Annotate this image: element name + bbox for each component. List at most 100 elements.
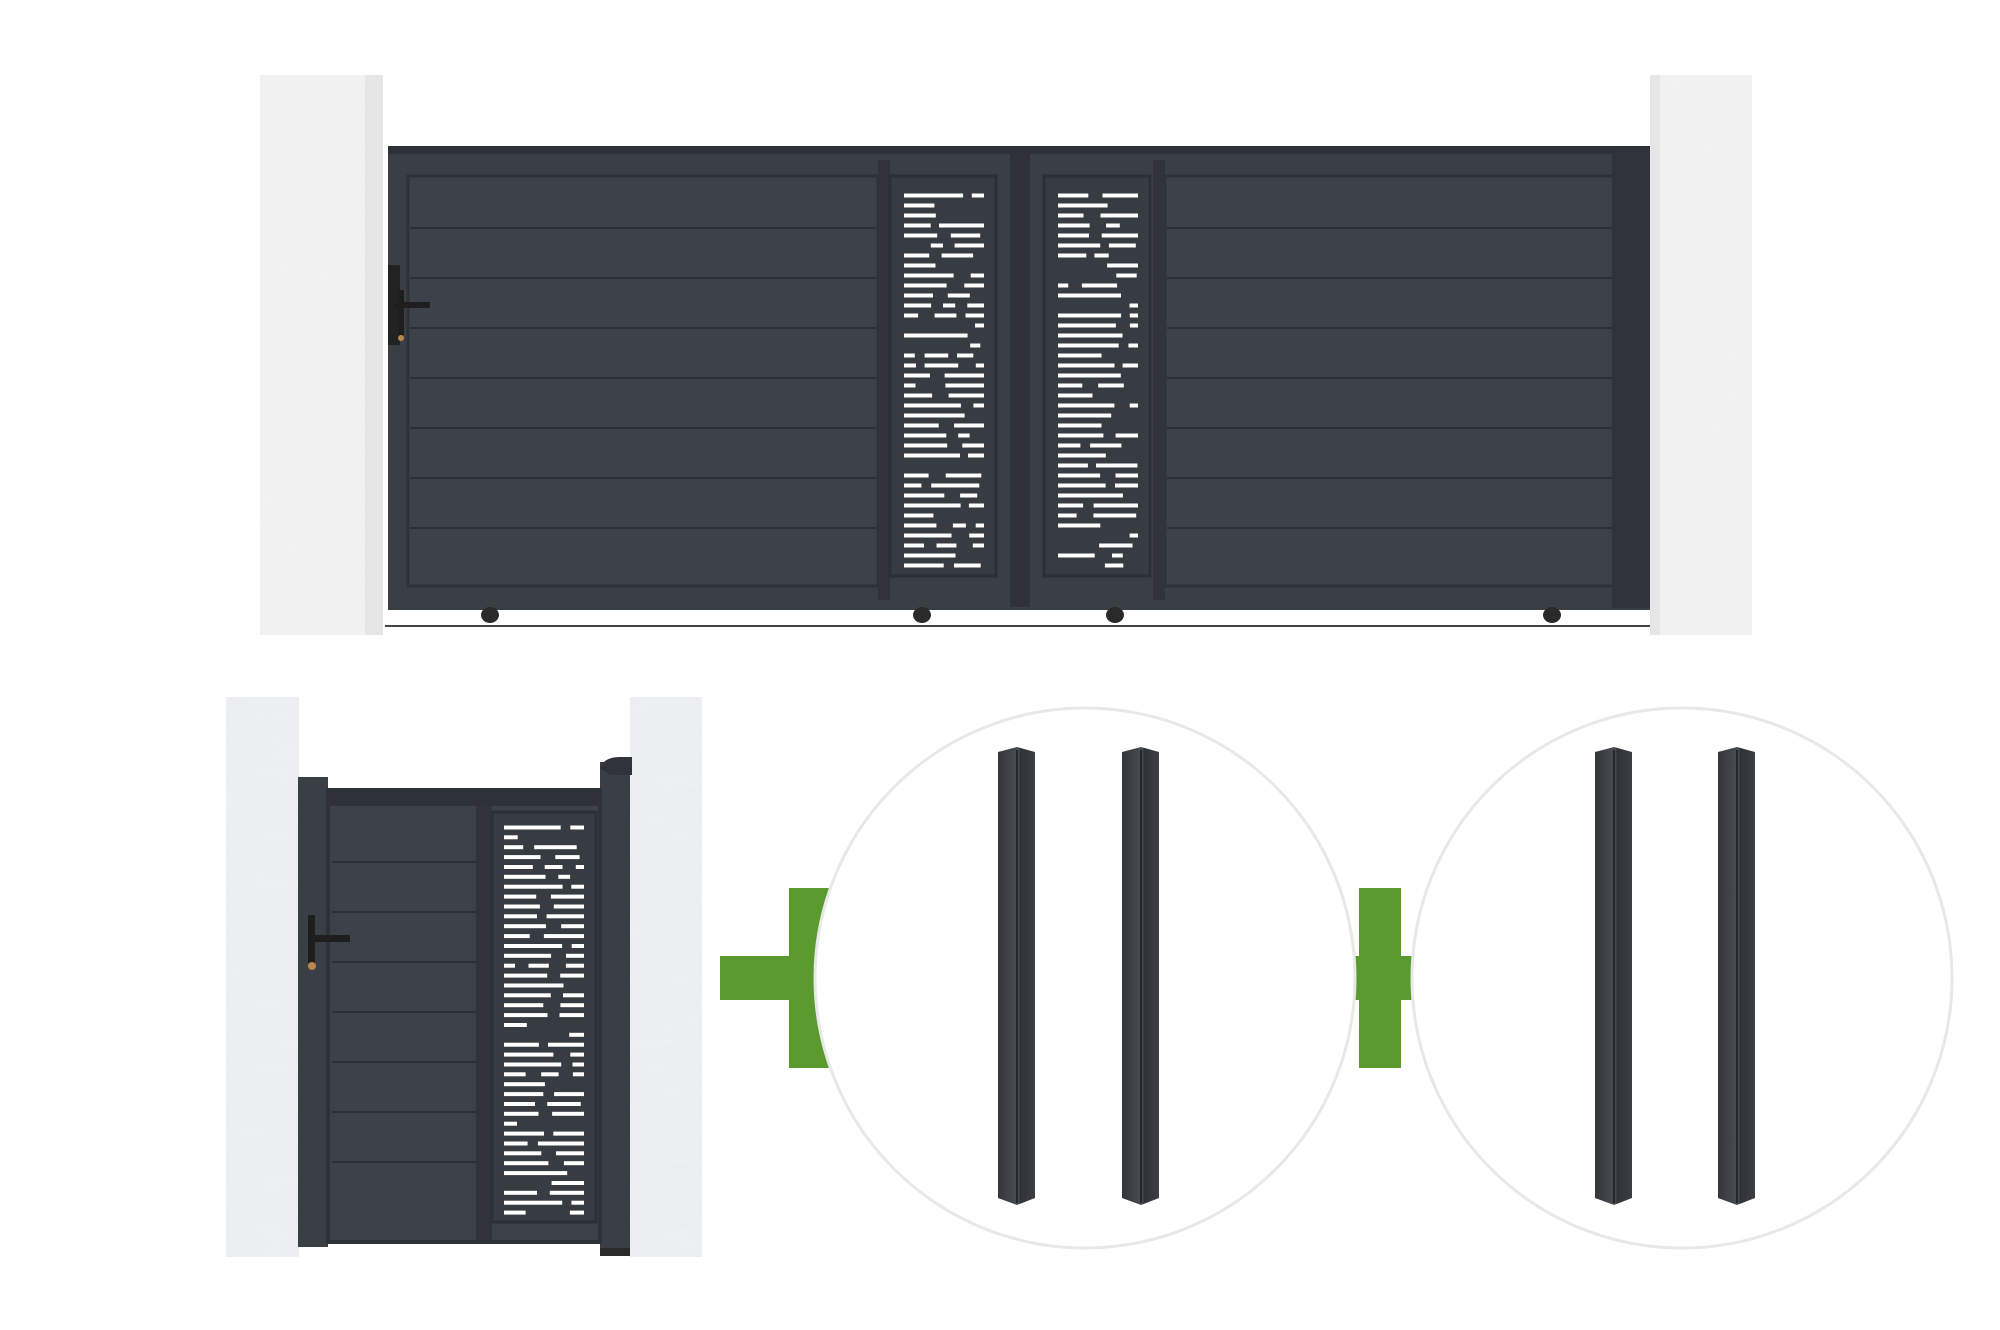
slot bbox=[504, 1131, 544, 1136]
slot bbox=[504, 1121, 517, 1126]
slot bbox=[948, 393, 984, 398]
slot bbox=[904, 303, 932, 308]
slot bbox=[504, 1072, 526, 1077]
slot bbox=[1102, 193, 1138, 198]
slot bbox=[504, 963, 515, 968]
slot bbox=[504, 934, 530, 939]
slot bbox=[504, 973, 548, 978]
slot bbox=[936, 543, 957, 548]
slot bbox=[1106, 223, 1120, 228]
slot bbox=[1058, 323, 1116, 328]
slot bbox=[904, 273, 954, 278]
slot bbox=[1058, 193, 1089, 198]
slot bbox=[504, 1190, 537, 1195]
slot bbox=[1058, 203, 1108, 208]
slot bbox=[570, 825, 584, 830]
slot bbox=[565, 963, 584, 968]
slot bbox=[504, 1171, 568, 1176]
slot bbox=[931, 483, 980, 488]
gate-wheels bbox=[481, 607, 1561, 623]
slot bbox=[934, 313, 957, 318]
slot bbox=[541, 1072, 559, 1077]
slot bbox=[945, 473, 982, 478]
slot bbox=[504, 835, 518, 840]
pedestrian-gate bbox=[226, 697, 702, 1257]
slot bbox=[572, 1062, 584, 1067]
slot bbox=[1058, 483, 1106, 488]
slot bbox=[552, 1111, 584, 1116]
slot bbox=[504, 825, 561, 830]
slot bbox=[945, 383, 984, 388]
slot bbox=[904, 333, 968, 338]
post-pair-circle bbox=[1410, 706, 1954, 1250]
slot bbox=[904, 293, 933, 298]
gate-handle bbox=[388, 265, 430, 345]
slot bbox=[1058, 373, 1121, 378]
slot-pattern bbox=[904, 193, 984, 568]
slot bbox=[904, 263, 936, 268]
slot bbox=[904, 223, 931, 228]
slot bbox=[973, 403, 984, 408]
slot bbox=[965, 313, 984, 318]
slot bbox=[1093, 513, 1137, 518]
slot bbox=[563, 993, 584, 998]
slot bbox=[504, 1151, 542, 1156]
pedestrian-slats bbox=[332, 861, 476, 1163]
slot bbox=[904, 353, 915, 358]
left-pillar bbox=[260, 75, 383, 635]
slot bbox=[534, 845, 577, 850]
slot bbox=[544, 865, 563, 869]
slot bbox=[504, 874, 546, 879]
slot bbox=[569, 1210, 584, 1215]
slot bbox=[904, 553, 956, 558]
slot bbox=[549, 1190, 584, 1195]
slot bbox=[904, 423, 939, 428]
slot bbox=[904, 283, 947, 288]
slot bbox=[957, 353, 974, 358]
slot bbox=[504, 1062, 562, 1067]
slot bbox=[1058, 333, 1123, 338]
slot bbox=[1058, 383, 1083, 388]
slot bbox=[1093, 503, 1138, 508]
slot bbox=[904, 193, 964, 198]
slot bbox=[904, 523, 937, 528]
slot bbox=[504, 855, 541, 860]
slot bbox=[1058, 393, 1093, 398]
slot bbox=[1058, 343, 1119, 348]
slot bbox=[967, 303, 984, 308]
slot bbox=[575, 865, 584, 869]
slot bbox=[1100, 213, 1138, 218]
slot bbox=[962, 443, 984, 448]
slot bbox=[924, 363, 959, 368]
slot bbox=[572, 1072, 584, 1077]
slot bbox=[1112, 553, 1123, 558]
slot bbox=[904, 533, 952, 538]
slot bbox=[551, 1181, 584, 1185]
slot bbox=[1058, 223, 1090, 228]
slot bbox=[968, 453, 984, 458]
sliding-gate bbox=[260, 75, 1752, 635]
slot bbox=[1129, 303, 1138, 308]
slot bbox=[554, 1092, 584, 1097]
slot bbox=[1058, 553, 1095, 558]
slot bbox=[1129, 313, 1138, 318]
slot bbox=[1129, 403, 1138, 408]
slot bbox=[964, 283, 984, 288]
slot bbox=[1099, 543, 1133, 548]
slot bbox=[975, 363, 984, 368]
slot bbox=[569, 1032, 584, 1037]
slot bbox=[904, 363, 916, 368]
slot bbox=[561, 924, 584, 929]
slot bbox=[1115, 433, 1138, 438]
slot bbox=[954, 563, 981, 568]
slot bbox=[563, 1161, 584, 1166]
slot bbox=[504, 1102, 535, 1106]
slot bbox=[571, 884, 584, 889]
slot bbox=[1058, 493, 1123, 498]
slot bbox=[970, 343, 981, 348]
right-pillar bbox=[1650, 75, 1752, 635]
slot bbox=[504, 993, 551, 998]
slot bbox=[504, 894, 537, 899]
slot bbox=[1058, 413, 1112, 418]
slot bbox=[954, 423, 984, 428]
